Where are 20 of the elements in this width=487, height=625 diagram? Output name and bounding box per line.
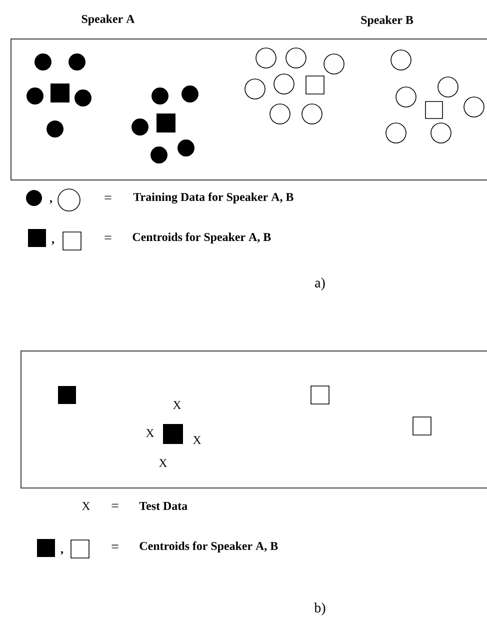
equals-sign: = [104,196,112,200]
legend-text: Test Data [139,502,188,510]
speaker-heading: Speaker A [82,14,135,26]
panel-label: b) [314,602,326,616]
test-symbol: X [82,502,90,510]
comma: , [52,241,54,245]
equals-sign: = [112,504,118,508]
legend-text: Centroids for Speaker A, B [132,232,271,244]
equals-sign: = [104,236,112,240]
equals-sign: = [112,544,118,548]
comma: , [50,200,52,204]
speaker-heading: Speaker B [361,16,414,26]
test-point: X [172,401,182,409]
legend-text: Training Data for Speaker A, B [133,192,294,204]
test-point: X [192,436,202,444]
test-point: X [146,429,154,437]
legend-text: Centroids for Speaker A, B [140,542,278,552]
comma: , [60,551,64,555]
panel-label: a) [315,278,325,290]
test-point: X [158,459,168,467]
